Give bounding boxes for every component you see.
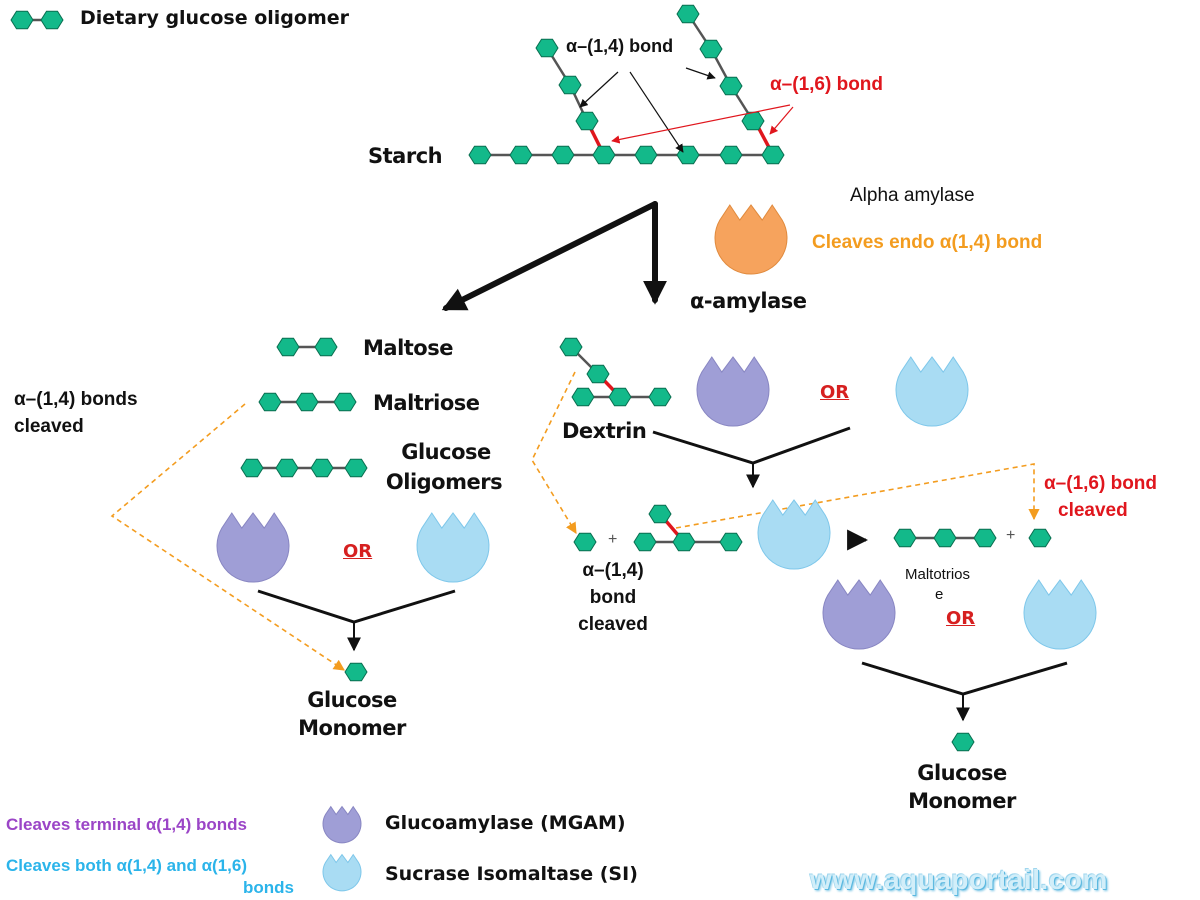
mgam-name: Glucoamylase (MGAM) xyxy=(385,812,626,834)
glucose-hexagon xyxy=(240,458,264,478)
glucose-hexagon xyxy=(719,76,743,96)
glucose-hexagon xyxy=(699,39,723,59)
maltose-label: Maltose xyxy=(363,336,453,360)
glucose-hexagon xyxy=(295,392,319,412)
oligomers-label-line1: Glucose xyxy=(401,440,491,464)
glucose-hexagon xyxy=(571,387,595,407)
glucose-hexagon xyxy=(559,337,583,357)
bond14-cleaved-line1: α–(1,4) xyxy=(582,560,644,581)
alpha-amylase-description: Cleaves endo α(1,4) bond xyxy=(812,232,1043,253)
left-product-line2: Monomer xyxy=(298,716,406,740)
glucose-hexagon xyxy=(741,111,765,131)
glucose-hexagon xyxy=(893,528,917,548)
glucose-hexagon xyxy=(10,10,34,30)
left-product-line1: Glucose xyxy=(307,688,397,712)
glucose-hexagon xyxy=(719,145,743,165)
sucrase-isomaltase-enzyme-icon xyxy=(416,512,490,583)
glucose-hexagon xyxy=(468,145,492,165)
or-right-top: OR xyxy=(820,382,850,403)
alpha-amylase-title: Alpha amylase xyxy=(850,185,975,206)
starch-label: Starch xyxy=(368,144,443,168)
bond-14-arrows xyxy=(579,67,716,153)
enzymes xyxy=(216,204,1097,892)
glucose-hexagon xyxy=(672,532,696,552)
or-right-bottom: OR xyxy=(946,608,976,629)
glucose-hexagon xyxy=(275,458,299,478)
glucose-hexagon xyxy=(933,528,957,548)
glucose-hexagon xyxy=(648,387,672,407)
glucoamylase-enzyme-icon xyxy=(216,512,290,583)
bond-14-label: α–(1,4) bond xyxy=(566,36,674,56)
maltriose-label: Maltriose xyxy=(373,391,480,415)
glucose-hexagon xyxy=(573,532,597,552)
plus-sign-2: + xyxy=(1006,527,1016,544)
alpha-amylase-enzyme-icon xyxy=(714,204,788,275)
si-name: Sucrase Isomaltase (SI) xyxy=(385,863,638,885)
sucrase-isomaltase-enzyme-icon xyxy=(757,499,831,570)
glucose-hexagon xyxy=(634,145,658,165)
glucose-hexagon xyxy=(551,145,575,165)
glucose-hexagon xyxy=(586,364,610,384)
legend-sucrase-isomaltase-icon xyxy=(322,853,362,892)
glucoamylase-enzyme-icon xyxy=(822,579,896,650)
alpha-16-bond-lines xyxy=(586,122,775,544)
glucose-hexagon xyxy=(676,4,700,24)
maltotriose-line2: e xyxy=(935,586,944,603)
glucose-hexagon xyxy=(344,458,368,478)
glucose-hexagon xyxy=(648,504,672,524)
bond14-cleaved-line3: cleaved xyxy=(578,614,648,635)
glucose-hexagon xyxy=(1028,528,1052,548)
dextrin-label: Dextrin xyxy=(562,419,647,443)
plus-sign-1: + xyxy=(608,531,618,548)
bonds-cleaved-line1: α–(1,4) bonds xyxy=(14,389,138,410)
glucose-hexagon xyxy=(344,662,368,682)
bond16-cleaved-line1: α–(1,6) bond xyxy=(1044,473,1158,494)
glucose-units xyxy=(10,4,1052,752)
sucrase-isomaltase-enzyme-icon xyxy=(1023,579,1097,650)
glucose-hexagon xyxy=(973,528,997,548)
mgam-description: Cleaves terminal α(1,4) bonds xyxy=(6,815,247,834)
glucose-hexagon xyxy=(310,458,334,478)
alpha-amylase-arrow-label: α-amylase xyxy=(690,289,807,313)
glucose-hexagon xyxy=(719,532,743,552)
glucose-hexagon xyxy=(951,732,975,752)
glucoamylase-enzyme-icon xyxy=(696,356,770,427)
glucose-hexagon xyxy=(535,38,559,58)
right-product-line2: Monomer xyxy=(908,789,1016,813)
sucrase-isomaltase-enzyme-icon xyxy=(895,356,969,427)
glucose-hexagon xyxy=(258,392,282,412)
glucose-hexagon xyxy=(575,111,599,131)
si-description-line1: Cleaves both α(1,4) and α(1,6) xyxy=(6,856,248,875)
watermark: www.aquaportail.com xyxy=(810,864,1108,895)
funnel-lines xyxy=(257,426,1068,722)
bond14-cleaved-line2: bond xyxy=(589,587,637,608)
bond-16-label: α–(1,6) bond xyxy=(770,74,884,95)
glucose-hexagon xyxy=(276,337,300,357)
bond16-cleaved-line2: cleaved xyxy=(1058,500,1128,521)
glucose-hexagon xyxy=(40,10,64,30)
glucose-hexagon xyxy=(608,387,632,407)
bonds-cleaved-line2: cleaved xyxy=(14,416,84,437)
glucose-hexagon xyxy=(761,145,785,165)
glucose-hexagon xyxy=(633,532,657,552)
oligomers-label-line2: Oligomers xyxy=(385,470,503,494)
maltotriose-line1: Maltotrios xyxy=(905,566,971,583)
bond-16-arrows xyxy=(611,104,794,144)
glucose-hexagon xyxy=(333,392,357,412)
si-description-line2: bonds xyxy=(243,878,294,897)
right-product-line1: Glucose xyxy=(917,761,1007,785)
glucose-hexagon xyxy=(314,337,338,357)
legend-oligomer-label: Dietary glucose oligomer xyxy=(80,7,349,29)
starch-split-arrows xyxy=(441,201,667,311)
glucose-hexagon xyxy=(592,145,616,165)
legend-glucoamylase-icon xyxy=(322,805,362,844)
glucose-hexagon xyxy=(509,145,533,165)
glucose-hexagon xyxy=(558,75,582,95)
or-left: OR xyxy=(343,541,373,562)
